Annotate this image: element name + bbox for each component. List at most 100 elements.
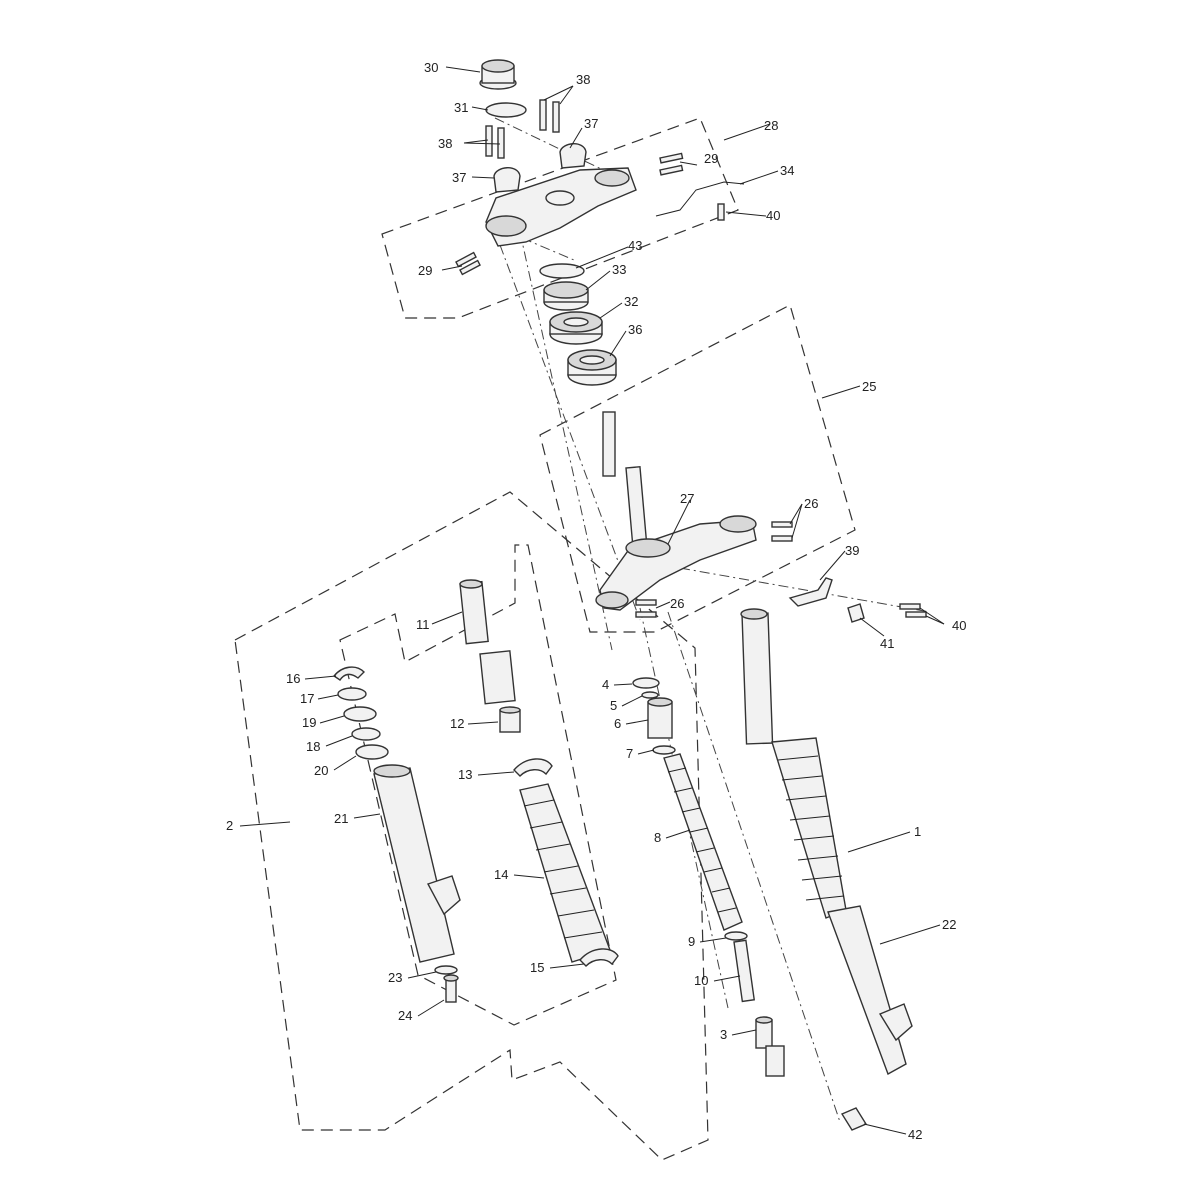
leader-3 (731, 1029, 757, 1036)
part-5 (641, 691, 659, 699)
callout-41: 41 (880, 636, 894, 651)
steering-stem (602, 411, 649, 555)
callout-1: 1 (914, 824, 921, 839)
leader-40b (919, 607, 945, 625)
left-fork-axis-line (499, 244, 641, 621)
right-fork-gaiter (771, 737, 847, 919)
leader-29b (441, 265, 463, 271)
right-fork-tube (740, 608, 774, 745)
callout-36: 36 (628, 322, 642, 337)
clip-16 (332, 666, 365, 681)
callout-21: 21 (334, 811, 348, 826)
leader-13 (477, 771, 515, 776)
yoke-pinch-bolts-29 (659, 152, 684, 176)
bracket-screw-40a (717, 203, 725, 221)
damper-rod-10 (733, 939, 756, 1003)
leader-17 (317, 694, 339, 700)
leader-41 (859, 617, 885, 637)
callout-10: 10 (694, 973, 708, 988)
callout-8: 8 (654, 830, 661, 845)
leader-22 (879, 924, 941, 945)
spring-8 (663, 753, 743, 931)
leader-38a-2 (559, 85, 574, 105)
callout-30: 30 (424, 60, 438, 75)
bracket-41 (847, 603, 865, 623)
leader-11 (431, 611, 463, 625)
left-fork-lower-leg-21 (373, 764, 461, 963)
bearing-36 (567, 349, 617, 386)
top-yoke-group-outline (381, 117, 739, 319)
callout-18: 18 (306, 739, 320, 754)
leader-26a (789, 503, 803, 525)
right-fork-axis-line-2 (667, 611, 841, 1123)
stem-group-outline (539, 304, 856, 633)
top-yoke (485, 167, 637, 247)
leader-26a-2 (791, 503, 803, 539)
leader-36 (609, 330, 627, 357)
handlebar-clamp-right (559, 143, 587, 169)
callout-39: 39 (845, 543, 859, 558)
fork-inner-group-outline (339, 544, 617, 1026)
steering-axis-line (519, 231, 613, 651)
leader-43 (575, 246, 629, 269)
fork-leg-2-group-outline (234, 491, 709, 1161)
callout-38b: 38 (438, 136, 452, 151)
bracket-screws-40b (899, 603, 927, 618)
bracket-39 (788, 577, 833, 607)
ring-9 (724, 931, 748, 941)
stem-top-nut (479, 59, 517, 90)
leader-39 (819, 550, 846, 581)
stem-bolts-26 (635, 521, 793, 618)
callout-26a: 26 (804, 496, 818, 511)
leader-12 (467, 721, 499, 725)
bearing-32 (549, 311, 603, 345)
leader-18 (325, 735, 353, 747)
clamp-bolt-4 (552, 101, 560, 133)
tube-11-lower (479, 650, 516, 705)
callout-27: 27 (680, 491, 694, 506)
upper-bolt-axis-line (494, 117, 621, 179)
callout-32: 32 (624, 294, 638, 309)
leader-38b-2 (463, 142, 501, 145)
leader-16 (304, 675, 337, 680)
handlebar-clamp-left (493, 167, 521, 193)
callout-16: 16 (286, 671, 300, 686)
seal-19 (343, 706, 377, 722)
leader-21 (353, 813, 381, 819)
callout-5: 5 (610, 698, 617, 713)
callout-11: 11 (416, 617, 430, 632)
clamp-15 (579, 948, 619, 967)
leader-30 (445, 66, 481, 73)
leader-27 (667, 499, 691, 545)
callout-19: 19 (302, 715, 316, 730)
leader-33 (585, 270, 611, 291)
leader-24 (417, 999, 445, 1017)
washer-20 (355, 744, 389, 760)
callout-40b: 40 (952, 618, 966, 633)
callout-17: 17 (300, 691, 314, 706)
callout-31: 31 (454, 100, 468, 115)
right-fork-lower-leg-22 (827, 905, 913, 1076)
callout-34: 34 (780, 163, 794, 178)
leader-4 (613, 683, 633, 686)
top-washer (485, 102, 527, 118)
bolt-24 (443, 974, 459, 1003)
callout-22: 22 (942, 917, 956, 932)
washer-17 (337, 687, 367, 701)
spacer-6 (647, 697, 673, 739)
leader-31 (471, 106, 489, 111)
leader-2 (239, 821, 291, 827)
leader-5 (621, 695, 643, 707)
drain-plug-42 (840, 1107, 868, 1131)
callout-12: 12 (450, 716, 464, 731)
bracket-axis-line (679, 567, 931, 613)
clamp-13 (513, 758, 553, 777)
gaiter-14 (519, 783, 611, 963)
adjuster-nut-33 (543, 281, 589, 311)
callout-43: 43 (628, 238, 642, 253)
lower-pinch-bolts-29 (455, 251, 481, 276)
callout-9: 9 (688, 934, 695, 949)
callout-14: 14 (494, 867, 508, 882)
bush-12 (499, 706, 521, 733)
leader-1 (847, 831, 911, 853)
